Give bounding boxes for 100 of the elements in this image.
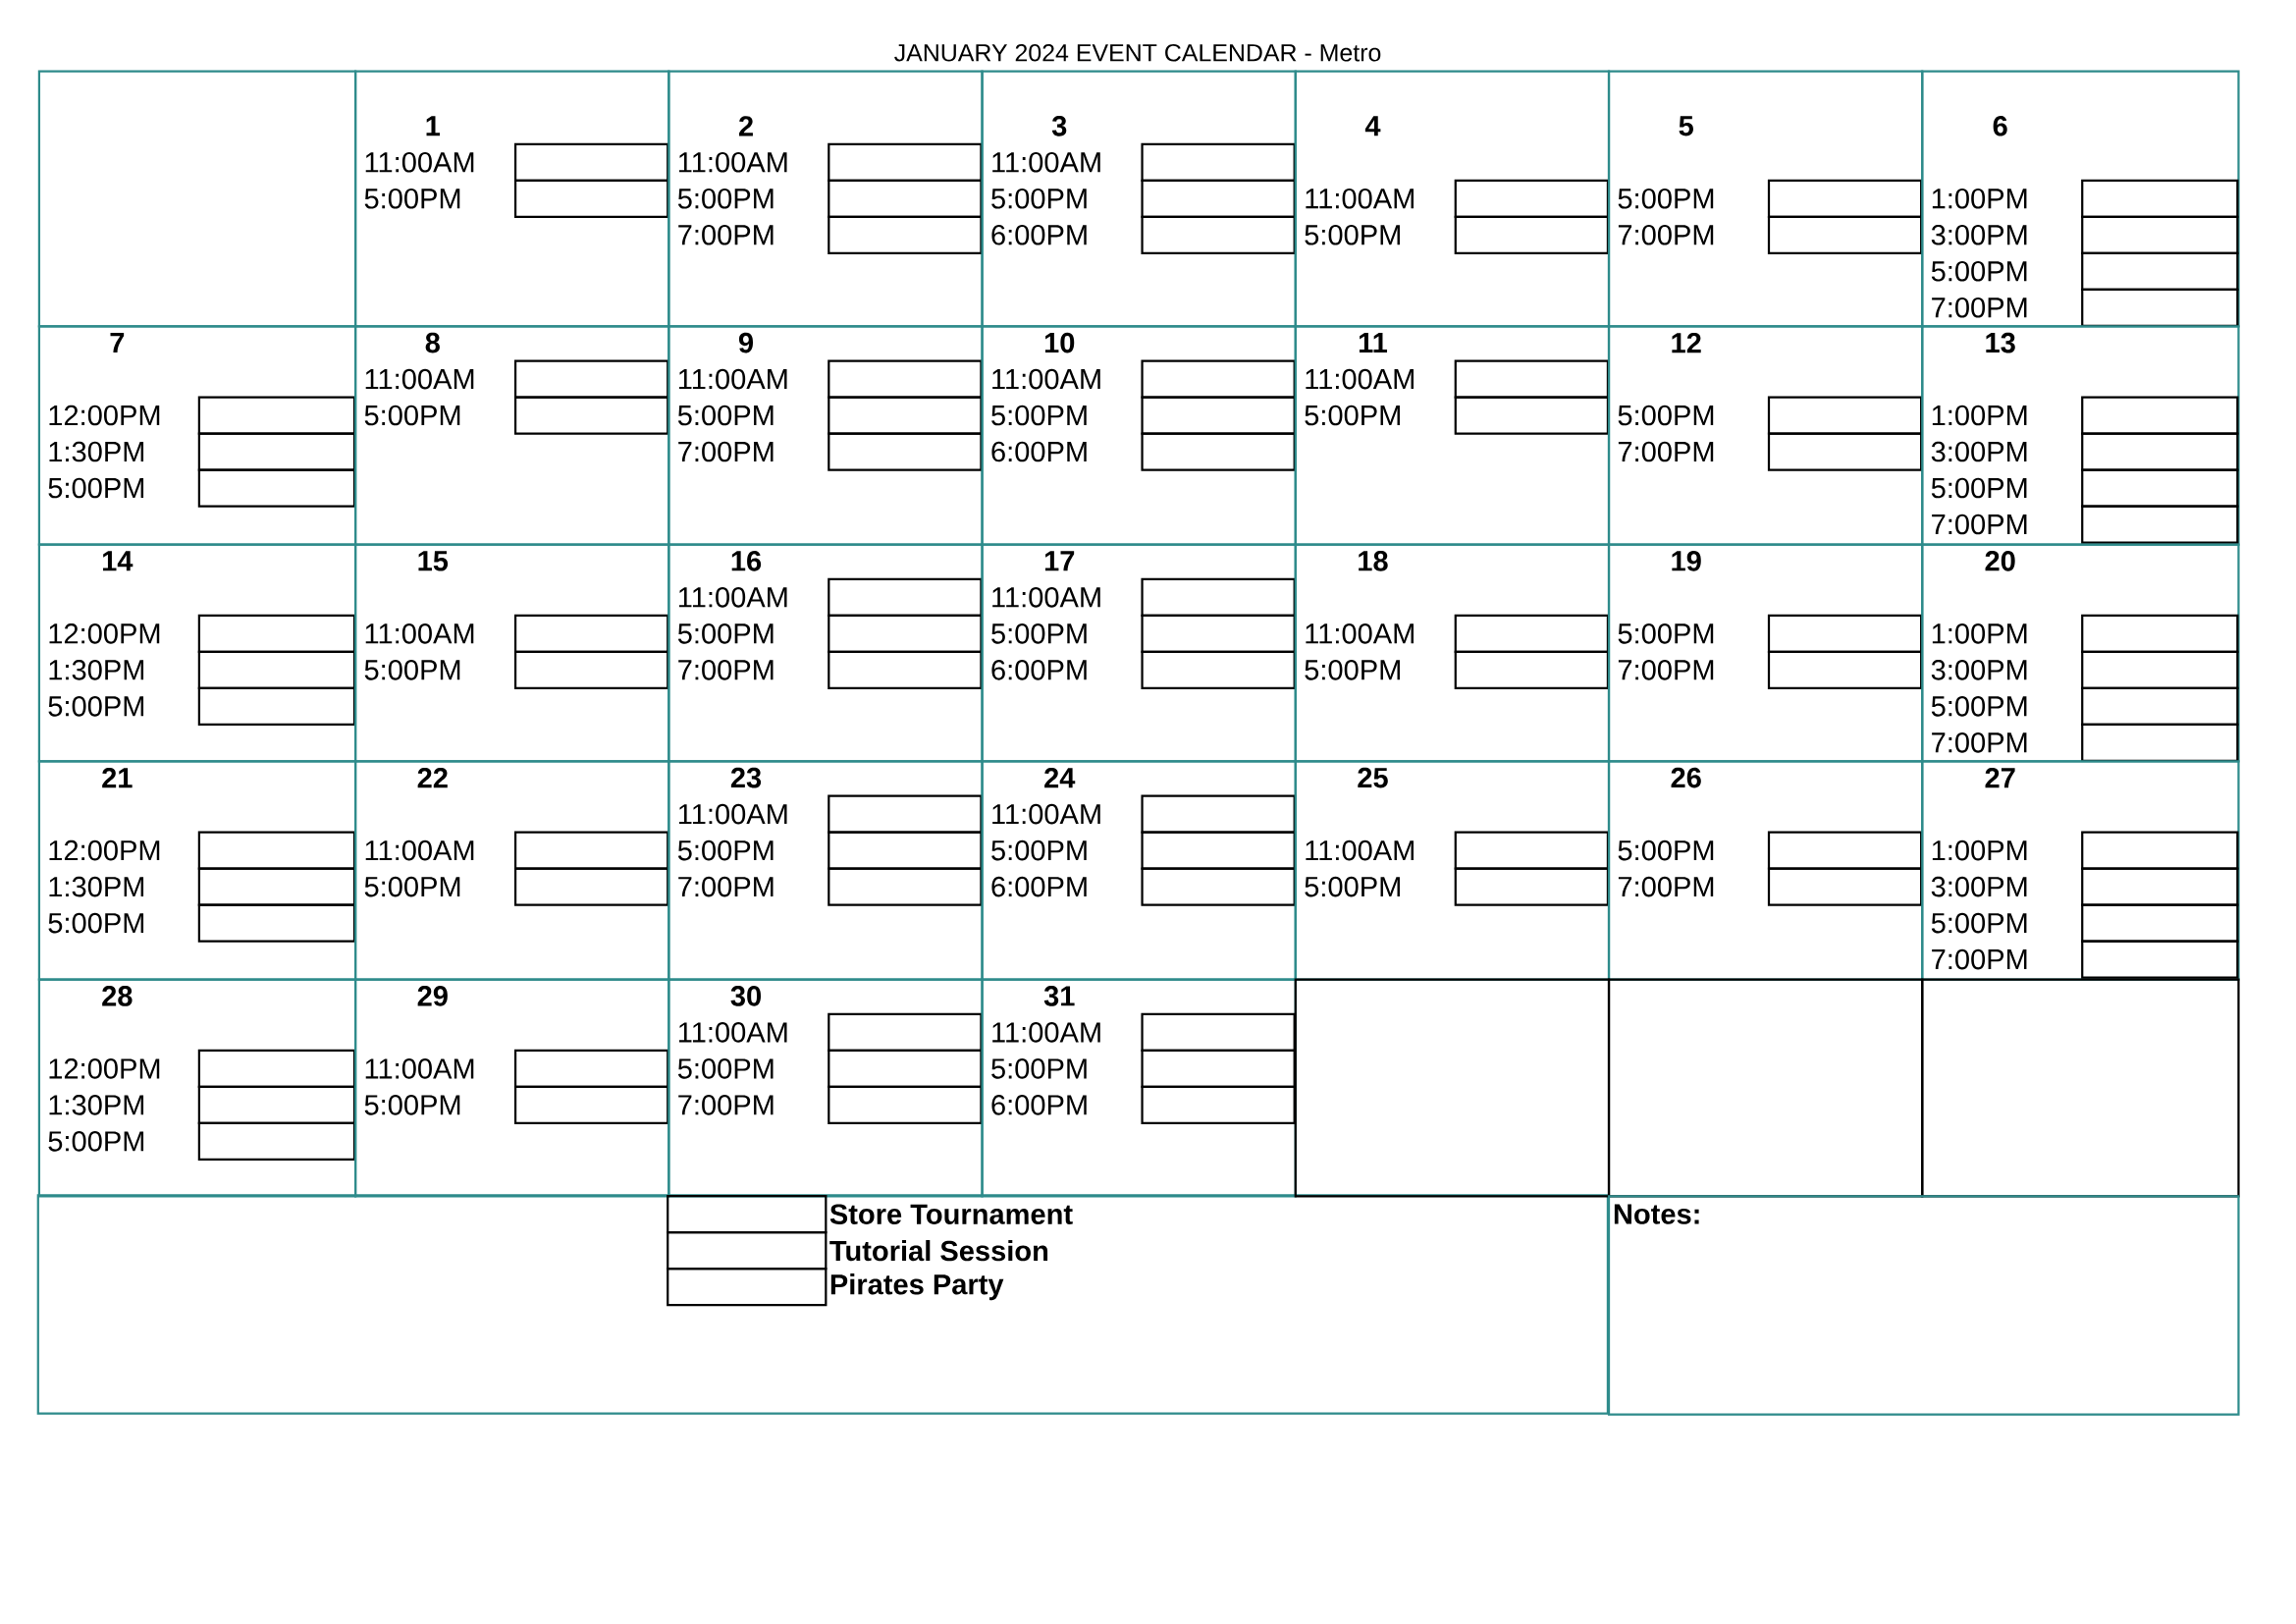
time-label: 5:00PM — [1305, 659, 1400, 680]
time-label: 5:00PM — [677, 839, 774, 861]
calendar-day-cell — [1607, 543, 1924, 763]
time-label: 5:00PM — [1931, 260, 2027, 282]
day-number: 15 — [418, 551, 449, 571]
time-label: 1:30PM — [49, 441, 144, 462]
time-label: 11:00AM — [992, 368, 1100, 390]
time-label: 7:00PM — [1932, 297, 2027, 318]
time-label: 7:00PM — [678, 659, 774, 680]
calendar-day-cell — [1607, 70, 1924, 328]
time-label: 6:00PM — [991, 441, 1087, 462]
day-number: 25 — [1358, 767, 1388, 788]
time-label: 11:00AM — [365, 151, 474, 173]
day-number: 1 — [426, 116, 441, 136]
time-label: 5:00PM — [1305, 224, 1400, 245]
time-label: 3:00PM — [1931, 659, 2027, 680]
day-number: 13 — [1986, 332, 2015, 353]
day-number: 12 — [1672, 332, 1701, 353]
time-label: 1:00PM — [1932, 839, 2027, 861]
calendar-day-cell — [667, 760, 984, 981]
time-label: 5:00PM — [677, 623, 774, 644]
time-label: 3:00PM — [1931, 876, 2027, 897]
time-label: 5:00PM — [48, 695, 144, 717]
time-label: 5:00PM — [1305, 405, 1400, 426]
day-number: 20 — [1985, 550, 2015, 571]
time-label: 5:00PM — [1931, 695, 2027, 717]
time-label: 11:00AM — [365, 368, 474, 390]
day-number: 9 — [738, 332, 753, 353]
time-label: 11:00AM — [992, 803, 1100, 825]
calendar-day-cell — [981, 325, 1297, 546]
time-label: 11:00AM — [1306, 188, 1414, 209]
day-number: 3 — [1051, 115, 1067, 136]
day-number: 22 — [417, 767, 448, 788]
calendar-day-cell — [354, 543, 670, 763]
time-label: 1:30PM — [49, 659, 144, 680]
time-label: 5:00PM — [48, 912, 144, 934]
day-number: 27 — [1985, 767, 2015, 788]
time-label: 11:00AM — [992, 151, 1100, 173]
time-label: 11:00AM — [678, 586, 787, 608]
time-label: 6:00PM — [991, 224, 1087, 245]
time-label: 5:00PM — [677, 405, 774, 426]
calendar-day-cell — [1607, 760, 1924, 981]
time-label: 12:00PM — [49, 623, 160, 644]
legend-label: Pirates Party — [830, 1272, 1004, 1301]
time-label: 1:30PM — [49, 1094, 144, 1115]
time-label: 11:00AM — [678, 803, 787, 825]
time-label: 5:00PM — [1931, 477, 2027, 499]
calendar-day-cell — [37, 978, 357, 1198]
time-label: 7:00PM — [678, 876, 774, 897]
time-label: 5:00PM — [1931, 912, 2027, 934]
time-label: 12:00PM — [49, 1057, 160, 1079]
time-label: 3:00PM — [1931, 441, 2027, 462]
time-label: 11:00AM — [365, 623, 474, 644]
time-label: 5:00PM — [677, 188, 774, 209]
day-number: 28 — [102, 985, 133, 1006]
calendar-day-cell — [981, 543, 1297, 763]
time-label: 6:00PM — [991, 876, 1087, 897]
calendar-day-cell — [981, 70, 1297, 328]
time-label: 11:00AM — [678, 1021, 787, 1043]
calendar-day-cell — [1294, 325, 1611, 546]
calendar-day-cell — [1294, 543, 1611, 763]
calendar-day-cell — [354, 325, 670, 546]
day-number: 19 — [1672, 550, 1701, 571]
time-label: 11:00AM — [678, 368, 787, 390]
time-label: 11:00AM — [1306, 368, 1414, 390]
time-label: 5:00PM — [364, 659, 460, 680]
calendar-day-cell — [1921, 543, 2240, 763]
day-number: 17 — [1044, 551, 1075, 571]
time-label: 3:00PM — [1931, 224, 2027, 245]
time-label: 5:00PM — [1618, 188, 1714, 209]
time-label: 5:00PM — [1305, 876, 1400, 897]
time-label: 11:00AM — [992, 1021, 1100, 1043]
calendar-day-cell — [354, 760, 670, 981]
time-label: 5:00PM — [364, 876, 460, 897]
legend-label: Tutorial Session — [829, 1239, 1048, 1262]
time-label: 7:00PM — [1618, 876, 1714, 897]
calendar-day-cell — [37, 760, 357, 981]
time-label: 7:00PM — [1932, 514, 2027, 535]
day-number: 7 — [110, 332, 125, 352]
calendar-day-cell — [1294, 70, 1611, 328]
calendar-day-cell — [1607, 325, 1924, 546]
time-label: 6:00PM — [991, 1094, 1087, 1115]
day-number: 16 — [731, 550, 762, 571]
time-label: 1:00PM — [1932, 623, 2027, 644]
time-label: 7:00PM — [678, 441, 774, 462]
calendar-day-cell — [981, 978, 1297, 1198]
day-number: 4 — [1364, 116, 1381, 136]
time-label: 5:00PM — [991, 839, 1087, 861]
time-label: 5:00PM — [48, 1130, 144, 1152]
day-number: 5 — [1679, 116, 1693, 136]
time-label: 7:00PM — [1618, 659, 1714, 680]
empty-day-cell — [1921, 978, 2240, 1198]
time-label: 7:00PM — [1932, 731, 2027, 753]
time-label: 7:00PM — [1618, 441, 1714, 462]
empty-day-cell — [37, 70, 357, 328]
time-label: 7:00PM — [678, 224, 774, 245]
notes-panel — [1607, 1195, 2240, 1416]
time-label: 5:00PM — [991, 623, 1087, 644]
legend-label: Store Tournament — [829, 1204, 1073, 1224]
time-label: 5:00PM — [364, 405, 460, 426]
